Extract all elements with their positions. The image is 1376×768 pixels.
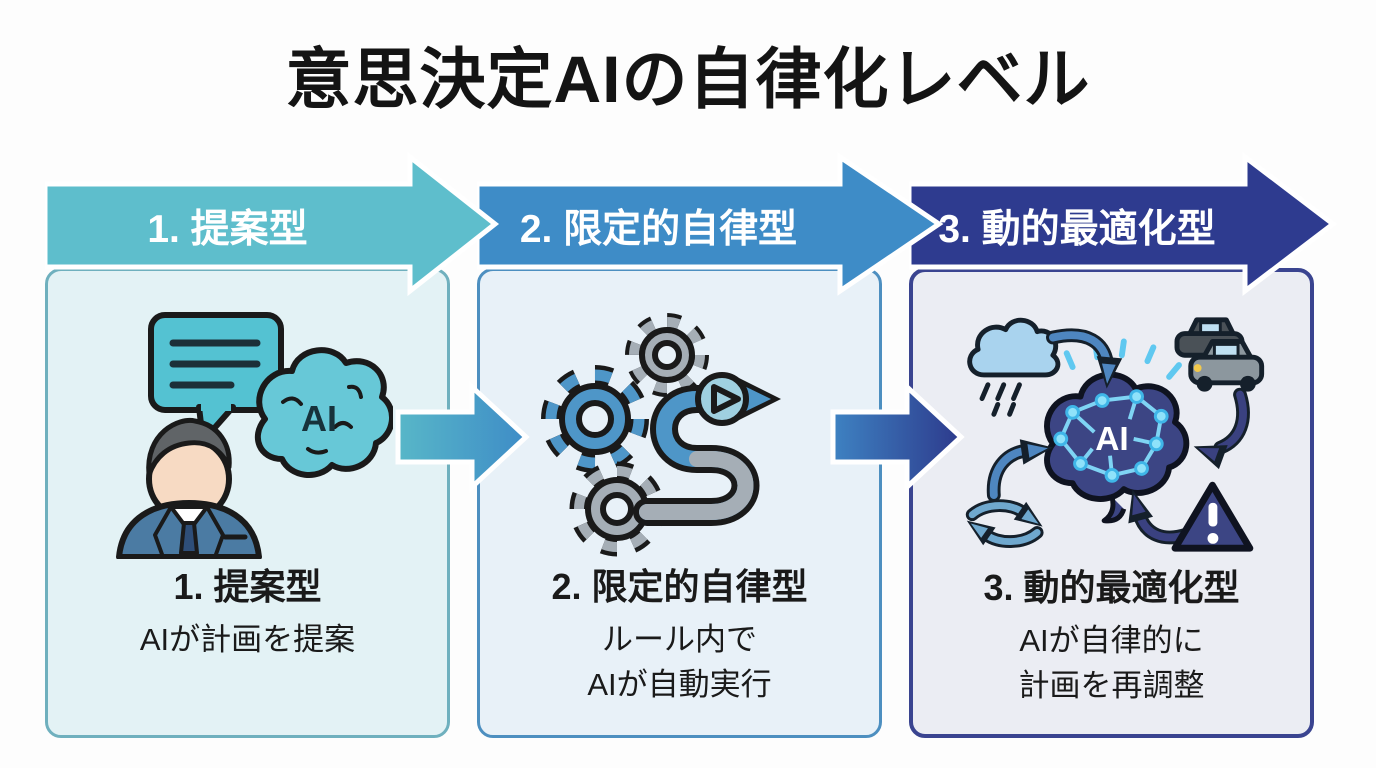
curved-arrow-icon: [986, 439, 1053, 502]
stage-1-banner-label: 1. 提案型: [147, 207, 308, 251]
traffic-cars-icon: [1174, 317, 1264, 392]
stage-3-banner-label: 3. 動的最適化型: [938, 207, 1216, 251]
connector-arrow-1-2: [395, 381, 530, 493]
stage-2-description: ルール内で AIが自動実行: [587, 622, 772, 702]
stage-3-card: AI: [909, 268, 1314, 738]
svg-text:AI: AI: [301, 398, 337, 439]
stage-3-description: AIが自律的に 計画を再調整: [1018, 623, 1205, 703]
stage-2-banner-label: 2. 限定的自律型: [519, 207, 798, 251]
connector-arrow-2-3: [830, 381, 965, 493]
rain-cloud-icon: [966, 317, 1060, 417]
cycle-arrows-icon: [965, 499, 1044, 548]
page-title: 意思決定AIの自律化レベル: [285, 42, 1091, 116]
curved-arrow-icon: [1045, 328, 1122, 389]
gears-flow-icon: [540, 313, 781, 557]
stage-1-description: AIが計画を提案: [139, 622, 356, 657]
businessman-icon: [115, 417, 262, 559]
curved-arrow-icon: [1193, 387, 1250, 470]
user-ai-suggestion-icon: AI: [115, 312, 393, 559]
gear-icon: [540, 365, 649, 473]
warning-triangle-icon: [1171, 481, 1253, 552]
stage-2-heading: 2. 限定的自律型: [551, 566, 808, 607]
speech-bubble-icon: [147, 312, 284, 444]
stage-1-illustration: AI: [103, 305, 393, 561]
ai-brain-icon: AI: [254, 347, 393, 479]
stage-2-illustration: [535, 305, 825, 561]
svg-text:AI: AI: [1095, 421, 1128, 458]
stage-1-banner-arrow: [45, 151, 500, 297]
stage-2-card: 2. 限定的自律型 ルール内で AIが自動実行: [477, 268, 882, 738]
gear-icon: [624, 313, 709, 397]
stage-1-card: AI 1. 提案型 AIが計画を提案: [45, 268, 450, 738]
stage-1-heading: 1. 提案型: [173, 566, 322, 607]
stage-2-banner-arrow: [477, 152, 944, 296]
stage-3-illustration: AI: [952, 306, 1272, 562]
stage-3-banner-arrow: [909, 151, 1338, 297]
play-icon: [694, 372, 749, 426]
stage-3-heading: 3. 動的最適化型: [983, 567, 1240, 608]
adaptive-ai-brain-icon: AI: [965, 317, 1264, 552]
